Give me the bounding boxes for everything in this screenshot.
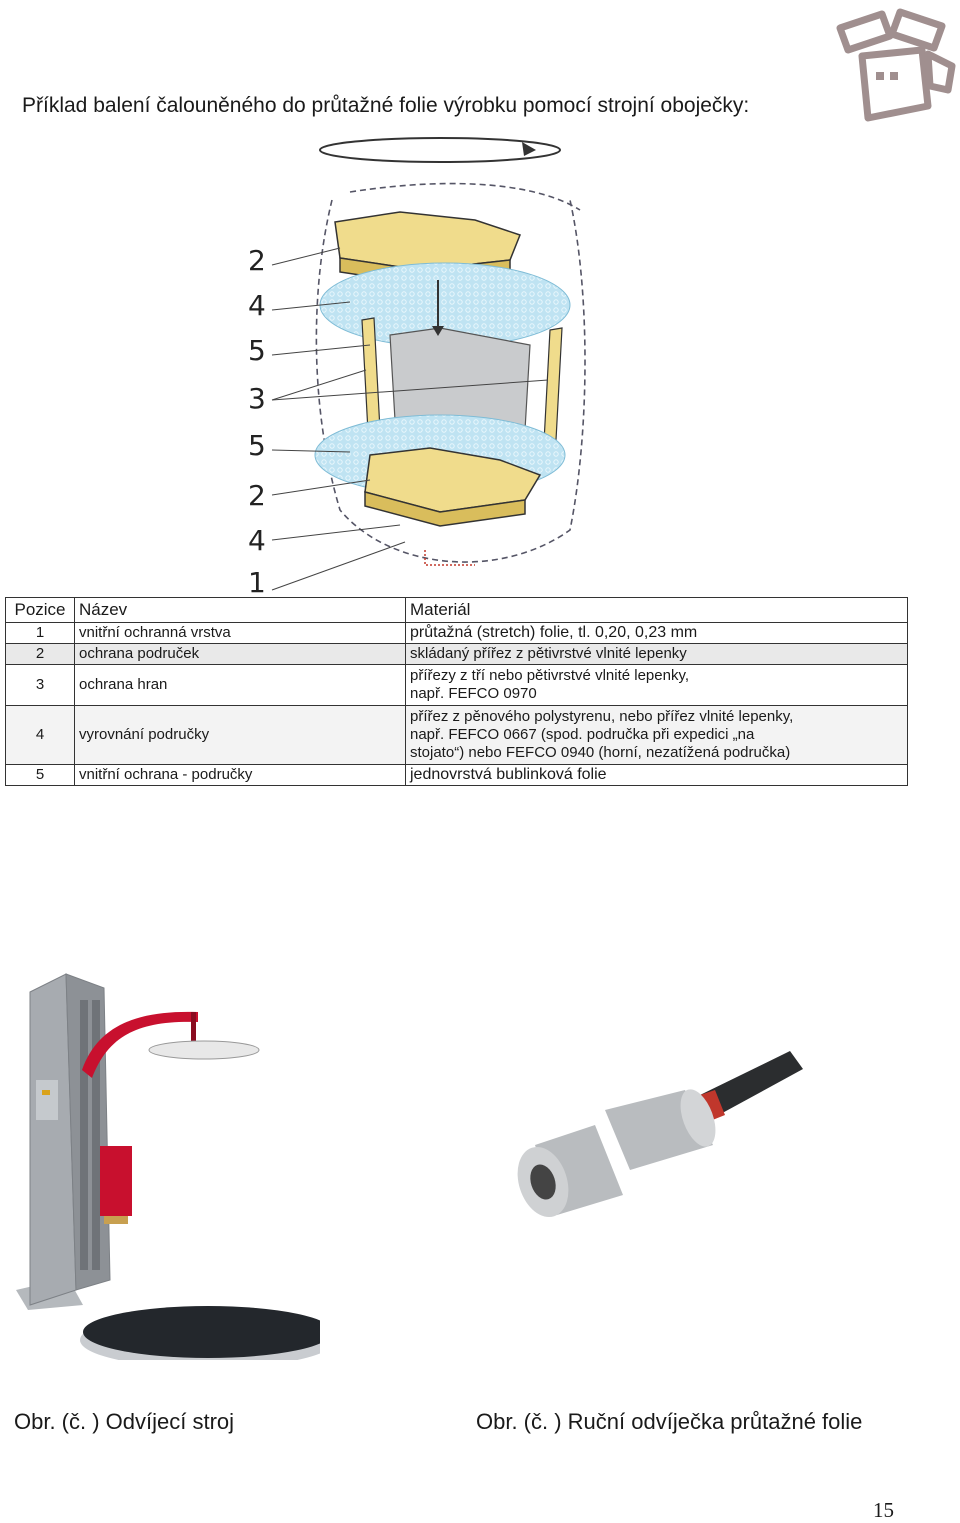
header-material: Materiál	[405, 597, 908, 623]
table-row: 1 vnitřní ochranná vrstva průtažná (stre…	[5, 622, 908, 644]
hand-dispenser-image	[517, 1051, 803, 1218]
page-number: 15	[873, 1498, 894, 1522]
diagram-label: 3	[248, 382, 266, 415]
cell-name: vyrovnání područky	[74, 705, 406, 765]
cell-name: vnitřní ochrana - područky	[74, 764, 406, 786]
cell-position: 1	[5, 622, 75, 644]
cell-name: ochrana područek	[74, 643, 406, 665]
caption-hand-dispenser: Obr. (č. ) Ruční odvíječka průtažné foli…	[476, 1409, 863, 1434]
table-row: 4 vyrovnání područky přířez z pěnového p…	[5, 705, 908, 765]
table-row: 3 ochrana hran přířezy z tří nebo pětivr…	[5, 664, 908, 706]
diagram-label: 2	[248, 244, 266, 277]
cell-position: 2	[5, 643, 75, 665]
cell-material: skládaný přířez z pětivrstvé vlnité lepe…	[405, 643, 908, 665]
table-row: 2 ochrana područek skládaný přířez z pět…	[5, 643, 908, 665]
table-header-row: Pozice Název Materiál	[5, 597, 908, 623]
cell-position: 5	[5, 764, 75, 786]
page-title: Příklad balení čalouněného do průtažné f…	[22, 94, 750, 117]
diagram-label: 4	[248, 524, 266, 557]
packaging-exploded-diagram: 2 4 5 3 5 2 4 1	[248, 137, 586, 595]
cell-position: 3	[5, 664, 75, 706]
cell-material: jednovrstvá bublinková folie	[405, 764, 908, 786]
cell-material: přířez z pěnového polystyrenu, nebo příř…	[405, 705, 908, 765]
diagram-label: 5	[248, 429, 266, 462]
cell-name: ochrana hran	[74, 664, 406, 706]
box-logo-icon	[836, 8, 956, 122]
caption-wrapping-machine: Obr. (č. ) Odvíjecí stroj	[14, 1409, 235, 1434]
cell-position: 4	[5, 705, 75, 765]
cell-name: vnitřní ochranná vrstva	[74, 622, 406, 644]
diagram-label: 2	[248, 479, 266, 512]
cell-material: přířezy z tří nebo pětivrstvé vlnité lep…	[405, 664, 908, 706]
wrapping-machine-image	[16, 973, 320, 1360]
rotation-arrow-icon	[319, 137, 561, 163]
diagram-label: 4	[248, 289, 266, 322]
bottom-cardboard-cover	[364, 447, 542, 527]
materials-table: Pozice Název Materiál 1 vnitřní ochranná…	[5, 597, 908, 786]
cell-material: průtažná (stretch) folie, tl. 0,20, 0,23…	[405, 622, 908, 644]
header-name: Název	[74, 597, 406, 623]
right-edge-protector	[543, 327, 563, 443]
table-row: 5 vnitřní ochrana - područky jednovrstvá…	[5, 764, 908, 786]
header-position: Pozice	[5, 597, 75, 623]
diagram-label: 1	[248, 566, 266, 595]
diagram-label: 5	[248, 334, 266, 367]
